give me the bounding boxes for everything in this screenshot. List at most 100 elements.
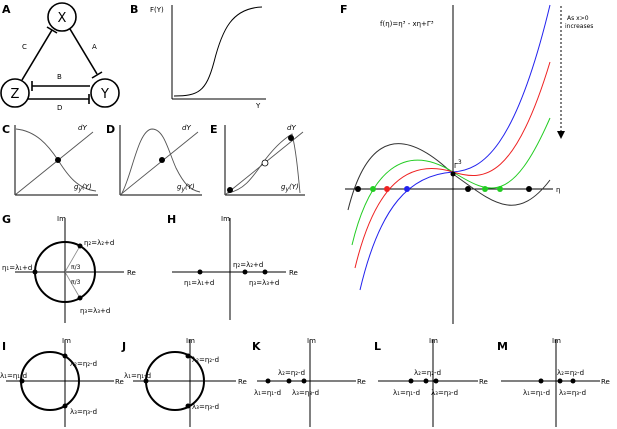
- panel-c-g-arg: (Y): [82, 183, 92, 191]
- panel-h: H Im Re η₁=λ₁+d η₂=λ₂+d η₃=λ₃+d: [167, 213, 298, 320]
- panel-label-j: J: [121, 340, 126, 353]
- panel-f-equation: f(η)=η³ - xη+Γ³: [380, 20, 434, 28]
- panel-e-dy-label: dY: [287, 124, 296, 132]
- panel-l-l3-label: λ₃=η₃-d: [431, 389, 458, 397]
- panel-l-im-label: Im: [429, 337, 438, 345]
- panel-d-dy-line: [119, 131, 199, 196]
- panel-h-eta3-point: [262, 269, 268, 275]
- panel-e-fixed-point-high: [288, 135, 294, 141]
- panel-label-d: D: [106, 123, 115, 136]
- panel-e-g: g: [281, 183, 286, 191]
- panel-e-g-arg: (Y): [289, 183, 299, 191]
- panel-m-re-label: Re: [601, 378, 610, 386]
- panel-k-l2-point: [286, 378, 292, 384]
- root-green-3: [497, 186, 503, 192]
- curve-blue: [359, 4, 551, 291]
- panel-label-e: E: [210, 123, 218, 136]
- panel-h-eta3-label: η₃=λ₃+d: [249, 279, 279, 287]
- panel-g-eta3-label: η₃=λ₃+d: [80, 307, 110, 315]
- panel-k-im-label: Im: [307, 337, 316, 345]
- panel-l-l1-point: [408, 378, 414, 384]
- panel-f-annotation-1: As x>0: [567, 15, 589, 22]
- panel-d-g-label: gy(Y): [177, 183, 195, 193]
- node-x: [47, 2, 77, 32]
- panel-i-im-label: Im: [62, 337, 71, 345]
- panel-f-gamma: Γ3: [454, 159, 462, 170]
- panel-h-im-label: Im: [221, 215, 230, 223]
- panel-k: K Im Re λ₁=η₁-d λ₂=η₂-d λ₃=η₃-d: [252, 337, 366, 427]
- panel-h-eta2-label: η₂=λ₂+d: [233, 261, 263, 269]
- panel-c-g-label: gy(Y): [74, 183, 92, 193]
- curve-black: [347, 143, 551, 211]
- panel-m-l2-label: λ₂=η₂-d: [557, 369, 584, 377]
- panel-f: F η f(η)=η³ - xη+Γ³ As x>0 increases Γ3: [340, 3, 593, 324]
- panel-label-m: M: [497, 340, 508, 353]
- edge-a: [69, 28, 103, 79]
- panel-g-radius-upper: [64, 245, 81, 273]
- root-green-2: [482, 186, 488, 192]
- panel-i: I Im Re λ₁=η₁-d λ₂=η₂-d λ₃=η₃-d: [0, 337, 124, 427]
- root-blue-1: [404, 186, 410, 192]
- panel-d-g: g: [177, 183, 182, 191]
- panel-f-gamma-symbol: Γ: [454, 162, 458, 170]
- panel-h-eta1-label: η₁=λ₁+d: [184, 279, 214, 287]
- node-x-label: X: [58, 11, 67, 26]
- panel-g-eta2-label: η₂=λ₂+d: [84, 239, 114, 247]
- panel-label-f: F: [340, 3, 348, 16]
- panel-e-fixed-point-low: [227, 187, 233, 193]
- panel-j: J Im Re λ₁=η₁-d λ₂=η₂-d λ₃=η₃-d: [121, 337, 247, 427]
- panel-j-l3-point: [185, 403, 191, 409]
- panel-l-re-label: Re: [479, 378, 488, 386]
- edge-d: [28, 94, 90, 104]
- sigmoid-curve: [173, 6, 263, 97]
- panel-l-l1-label: λ₁=η₁-d: [393, 389, 420, 397]
- panel-b-xlabel: Y: [255, 102, 261, 110]
- panel-k-l1-point: [265, 378, 271, 384]
- root-black-2: [465, 186, 471, 192]
- panel-e-fixed-point-mid: [261, 159, 269, 167]
- panel-l-l2-label: λ₂=η₂-d: [414, 369, 441, 377]
- panel-b-ylabel: F(Y): [150, 6, 164, 14]
- panel-j-re-label: Re: [238, 378, 247, 386]
- panel-k-l2-label: λ₂=η₂-d: [278, 369, 305, 377]
- panel-f-eta-label: η: [556, 186, 560, 194]
- panel-g-im-label: Im: [57, 215, 66, 223]
- panel-label-b: B: [130, 3, 138, 16]
- panel-g-eta2-point: [77, 243, 83, 249]
- panel-g-eta1-label: η₁=λ₁+d: [2, 264, 32, 272]
- panel-f-intercept-point: [450, 171, 456, 177]
- panel-g-re-label: Re: [127, 269, 136, 277]
- panel-e-g-sub: y: [284, 186, 289, 193]
- panel-k-l3-point: [301, 378, 307, 384]
- panel-d-g-sub: y: [180, 186, 185, 193]
- panel-i-l2-label: λ₂=η₂-d: [70, 360, 97, 368]
- root-red-1: [384, 186, 390, 192]
- panel-f-annotation-2: increases: [565, 23, 593, 30]
- panel-i-l3-label: λ₃=η₃-d: [70, 408, 97, 416]
- panel-label-i: I: [2, 340, 6, 353]
- panel-g-eta3-point: [77, 295, 83, 301]
- node-z-label: Z: [11, 87, 20, 102]
- panel-c-dy-label: dY: [78, 124, 87, 132]
- panel-g-angle-top: π/3: [71, 264, 81, 271]
- panel-l-l3-point: [433, 378, 439, 384]
- panel-m-l2-point: [557, 378, 563, 384]
- edge-b: [31, 81, 90, 91]
- panel-label-l: L: [374, 340, 381, 353]
- root-green-1: [370, 186, 376, 192]
- root-black-1: [355, 186, 361, 192]
- panel-i-l3-point: [62, 403, 68, 409]
- panel-g: G Im Re η₁=λ₁+d η₂=λ₂+d η₃=λ₃+d π/3 π/3: [2, 213, 136, 323]
- root-black-3: [526, 186, 532, 192]
- panel-m-l3-point: [570, 378, 576, 384]
- panel-e-g-curve: [227, 133, 301, 194]
- panel-i-l1-label: λ₁=η₁-d: [0, 372, 27, 380]
- panel-a: A X Z Y A C B D: [0, 2, 120, 112]
- panel-k-l3-label: λ₃=η₃-d: [292, 389, 319, 397]
- edge-a-label: A: [92, 43, 97, 51]
- panel-c-fixed-point: [55, 157, 61, 163]
- node-y-label: Y: [100, 87, 109, 102]
- panel-i-l1-point: [19, 378, 25, 384]
- edge-c: [21, 26, 58, 81]
- panel-i-l2-point: [62, 353, 68, 359]
